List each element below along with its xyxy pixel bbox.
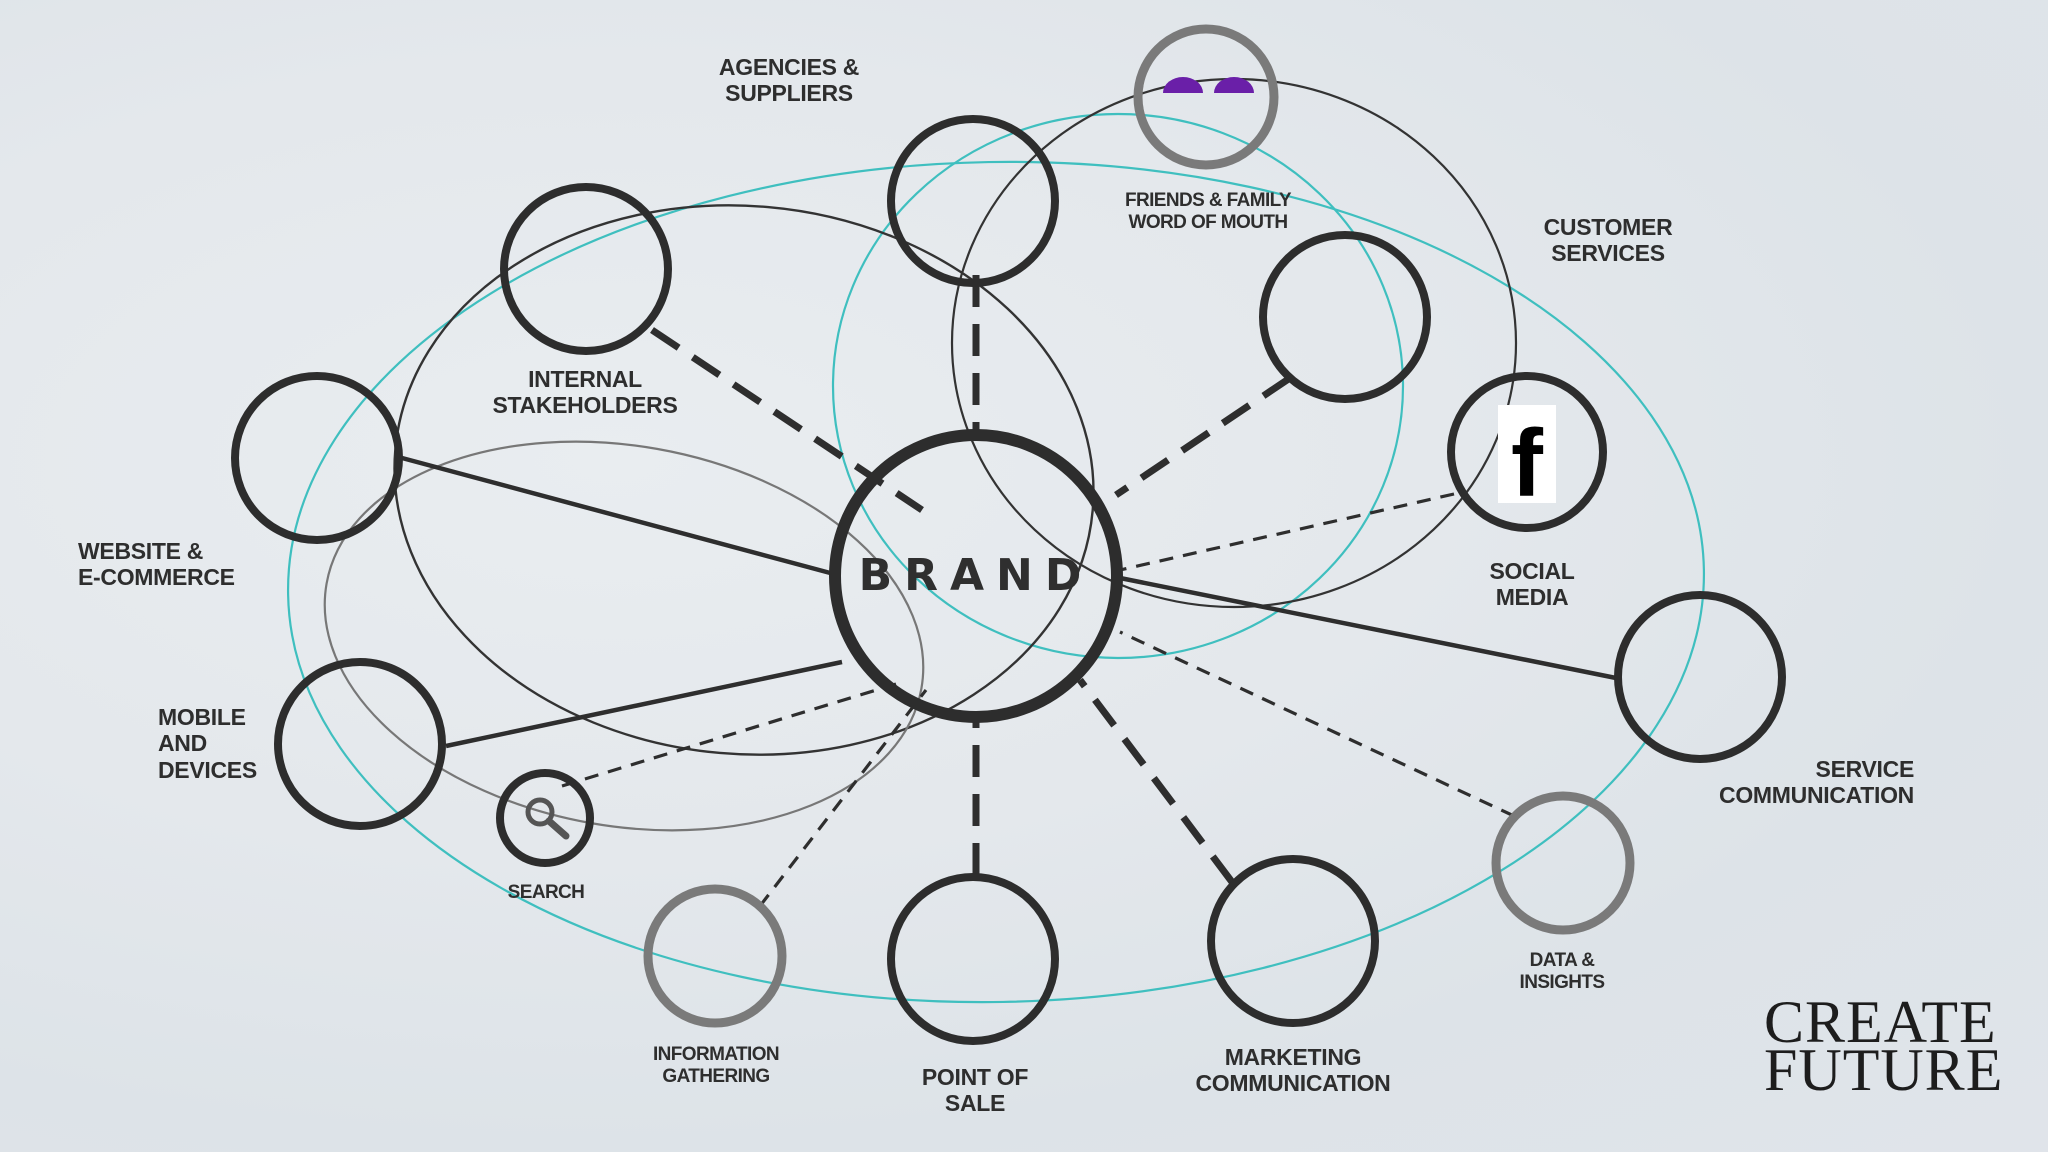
node-search	[496, 769, 594, 867]
connector-social-media	[1119, 492, 1455, 572]
label-data-insights: DATA & INSIGHTS	[1519, 950, 1606, 993]
connector-customer-services	[1114, 375, 1292, 498]
connector-data	[1119, 630, 1515, 818]
node-social-media	[1447, 372, 1607, 532]
connector-internal	[650, 327, 924, 513]
node-mobile	[274, 658, 446, 830]
label-agencies-suppliers: AGENCIES & SUPPLIERS	[718, 54, 860, 107]
brand-label: BRAND	[858, 550, 1094, 601]
label-mobile: MOBILE AND DEVICES	[158, 704, 257, 783]
people-icon	[1163, 77, 1254, 93]
label-search: SEARCH	[507, 882, 585, 903]
node-information-gathering	[643, 884, 787, 1028]
node-point-of-sale	[887, 873, 1059, 1045]
connector-information	[758, 689, 928, 907]
node-internal-stakeholders	[500, 183, 672, 355]
facebook-icon: f	[1498, 405, 1556, 517]
node-data-insights	[1491, 791, 1635, 935]
label-information-gathering: INFORMATION GATHERING	[652, 1044, 780, 1087]
connector-marketing	[1077, 677, 1235, 885]
svg-text:f: f	[1511, 410, 1544, 517]
connectors	[401, 275, 1617, 907]
label-friends-family: FRIENDS & FAMILY WORD OF MOUTH	[1125, 190, 1292, 233]
label-point-of-sale: POINT OF SALE	[921, 1064, 1029, 1117]
connector-service	[1119, 575, 1617, 681]
connector-website	[401, 455, 835, 577]
node-service-communication	[1614, 591, 1786, 763]
brand-circle	[829, 429, 1123, 723]
node-marketing	[1207, 855, 1379, 1027]
magnifier-icon	[525, 797, 570, 840]
label-website: WEBSITE & E-COMMERCE	[78, 538, 235, 591]
node-website	[231, 372, 403, 544]
label-customer-services: CUSTOMER SERVICES	[1543, 214, 1673, 267]
label-service-communication: SERVICE COMMUNICATION	[1719, 756, 1914, 809]
label-internal-stakeholders: INTERNAL STAKEHOLDERS	[492, 366, 678, 419]
node-customer-services	[1259, 231, 1431, 403]
node-friends-family	[1133, 24, 1279, 170]
label-marketing-communication: MARKETING COMMUNICATION	[1195, 1044, 1391, 1097]
connector-mobile	[445, 659, 843, 749]
label-social-media: SOCIAL MEDIA	[1489, 558, 1575, 611]
connector-search	[561, 682, 897, 788]
node-agencies-suppliers	[887, 115, 1059, 287]
create-future-logo: CREATE FUTURE	[1764, 989, 2004, 1103]
teal-inner-ellipse	[831, 112, 1405, 660]
teal-outer-ellipse	[286, 160, 1706, 1004]
nodes	[231, 24, 1786, 1045]
